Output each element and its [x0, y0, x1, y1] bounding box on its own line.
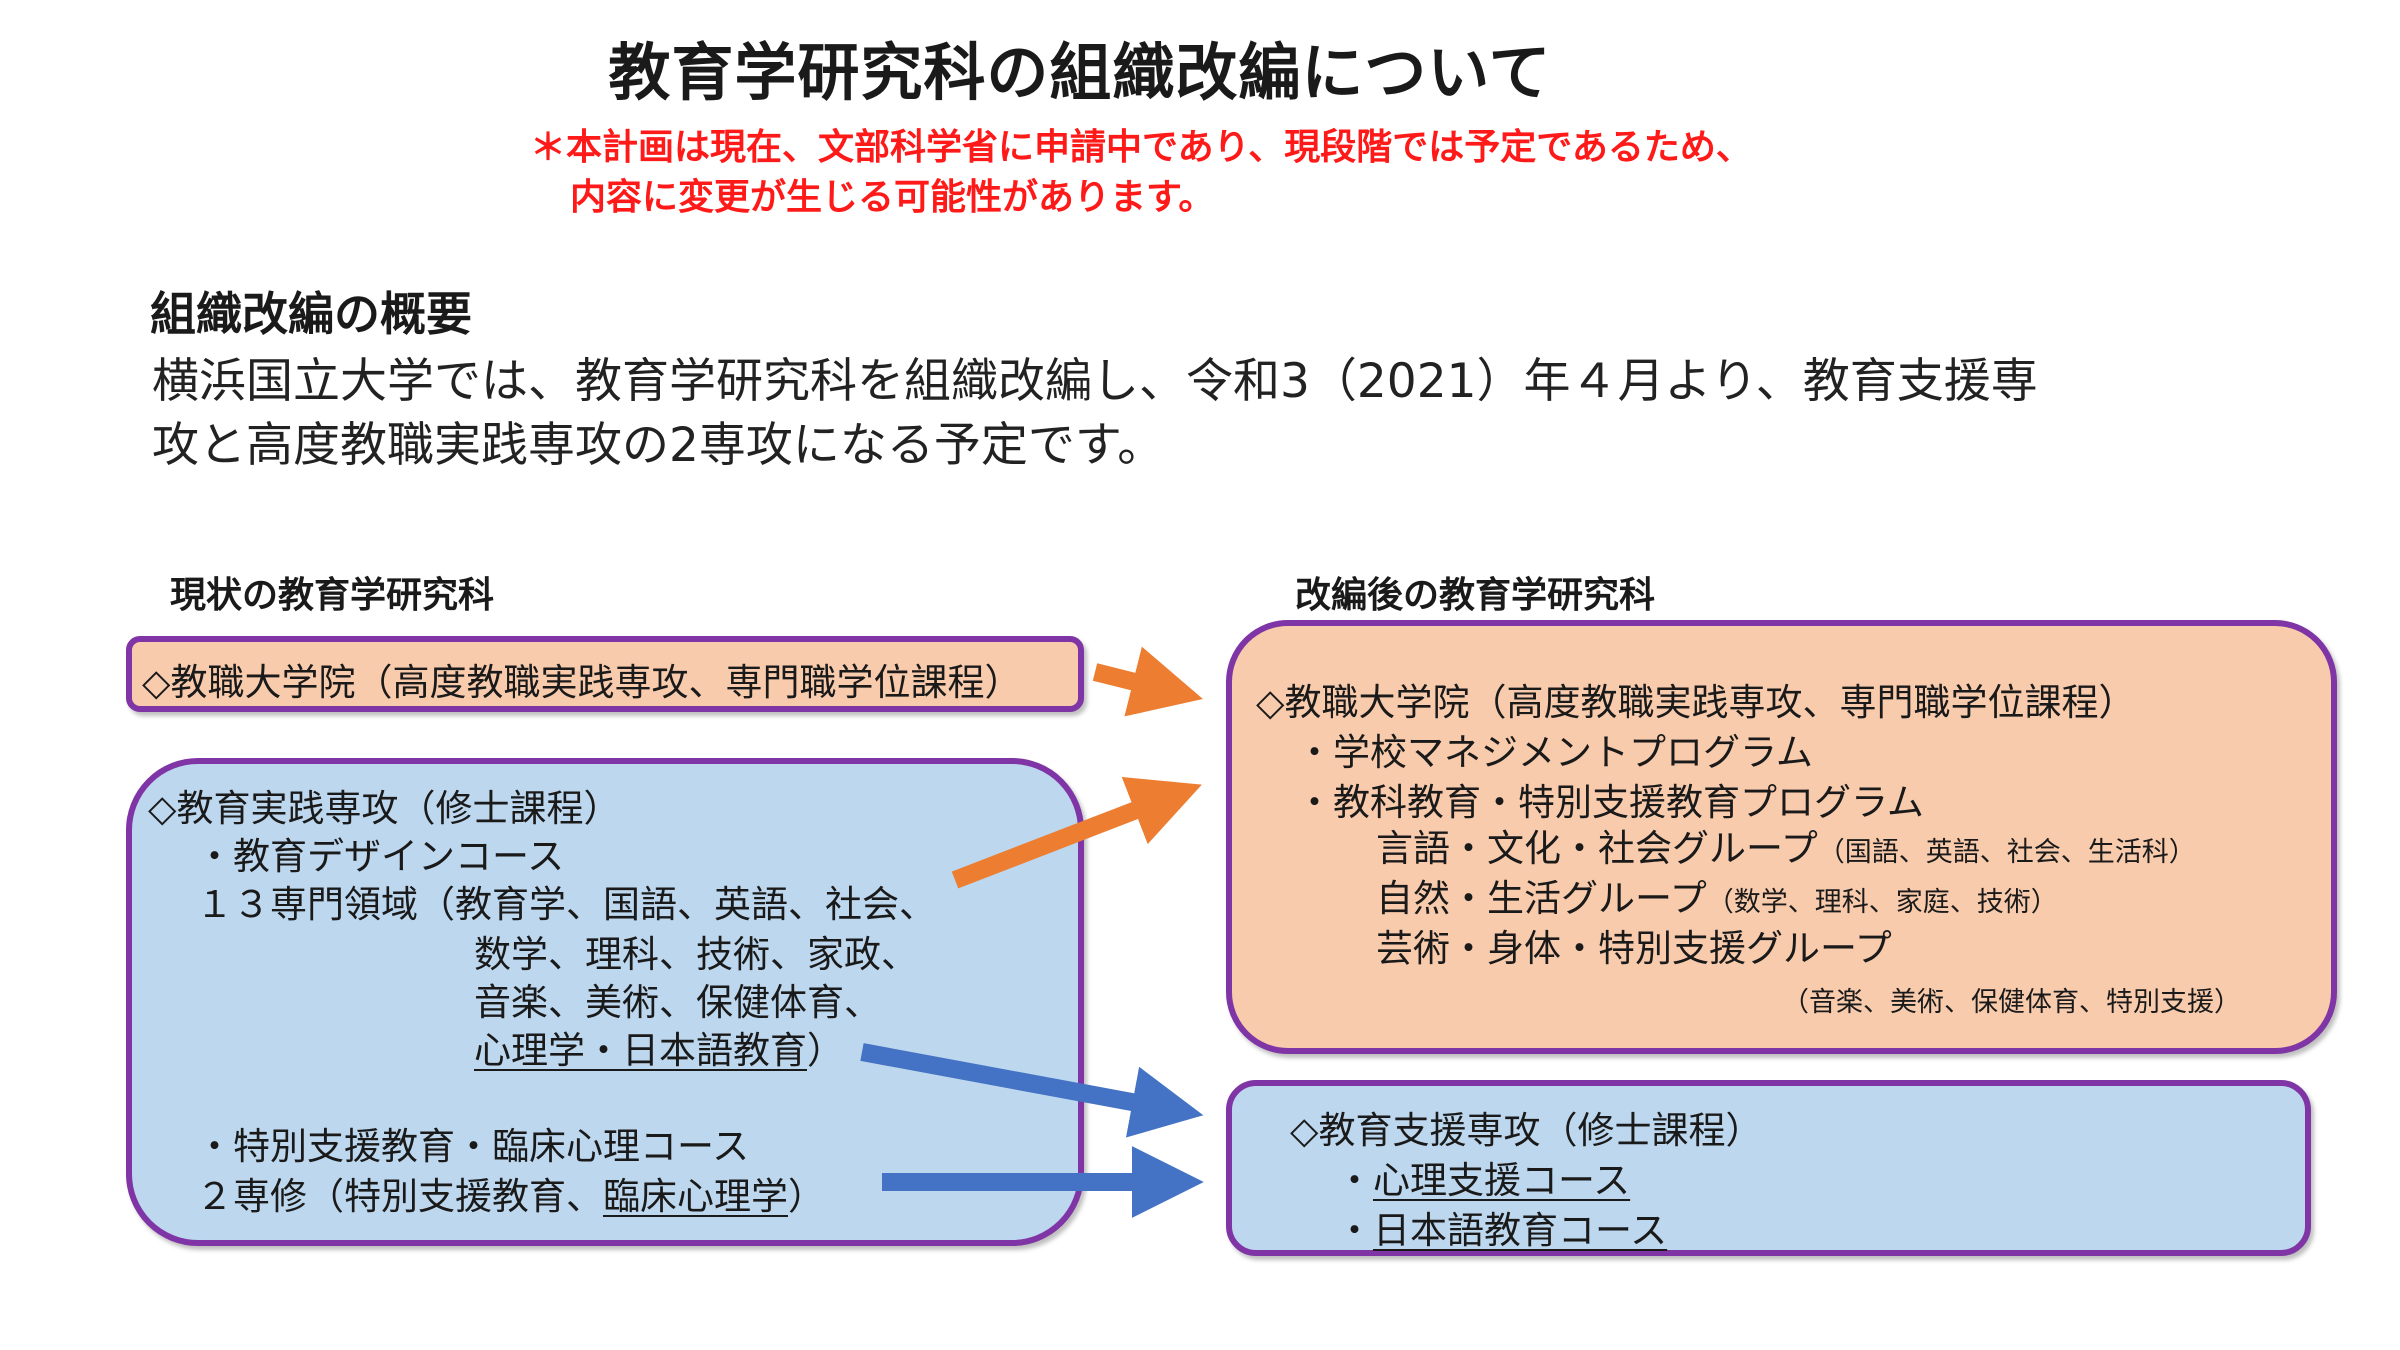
specialty-underlined: 臨床心理学	[603, 1175, 788, 1218]
overview-heading: 組織改編の概要	[150, 287, 472, 341]
group-2-note: （数学、理科、家庭、技術）	[1706, 887, 2058, 918]
fields-line-2: 数学、理科、技術、家政、	[474, 933, 918, 976]
education-support-title: ◇教育支援専攻（修士課程）	[1290, 1109, 1763, 1152]
psych-support-course: ・心理支援コース	[1336, 1159, 1631, 1202]
group-arts-body-support: 芸術・身体・特別支援グループ	[1376, 927, 1892, 970]
current-professional-school-label: ◇教職大学院（高度教職実践専攻、専門職学位課程）	[142, 661, 1022, 704]
notice-line-1: ＊本計画は現在、文部科学省に申請中であり、現段階では予定であるため、	[530, 127, 1752, 168]
overview-line-1: 横浜国立大学では、教育学研究科を組織改編し、令和3（2021）年４月より、教育支…	[152, 354, 2038, 409]
group-3-note: （音楽、美術、保健体育、特別支援）	[1782, 987, 2241, 1018]
education-design-course: ・教育デザインコース	[196, 835, 565, 878]
fields-underlined: 心理学・日本語教育	[474, 1029, 807, 1072]
current-education-practice-box: ◇教育実践専攻（修士課程） ・教育デザインコース １３専門領域（教育学、国語、英…	[126, 758, 1084, 1246]
school-management-program: ・学校マネジメントプログラム	[1296, 731, 1813, 774]
current-heading: 現状の教育学研究科	[170, 575, 495, 616]
overview-line-2: 攻と高度教職実践専攻の2専攻になる予定です。	[152, 418, 1165, 473]
special-support-course: ・特別支援教育・臨床心理コース	[196, 1125, 750, 1168]
notice-line-2: 内容に変更が生じる可能性があります。	[570, 177, 1215, 218]
group-1-note: （国語、英語、社会、生活科）	[1817, 837, 2196, 868]
page-title: 教育学研究科の組織改編について	[608, 36, 1552, 109]
group-language-culture-society: 言語・文化・社会グループ（国語、英語、社会、生活科）	[1376, 827, 2196, 870]
reorganized-heading: 改編後の教育学研究科	[1295, 575, 1656, 616]
group-nature-life: 自然・生活グループ（数学、理科、家庭、技術）	[1376, 877, 2058, 920]
new-professional-school-title: ◇教職大学院（高度教職実践専攻、専門職学位課程）	[1256, 681, 2136, 724]
arrow-professional-to-professional	[1092, 646, 1203, 717]
fields-line-1: １３専門領域（教育学、国語、英語、社会、	[196, 883, 936, 926]
fields-line-3: 音楽、美術、保健体育、	[474, 981, 881, 1024]
new-professional-school-box: ◇教職大学院（高度教職実践専攻、専門職学位課程） ・学校マネジメントプログラム …	[1226, 620, 2337, 1054]
specialty-end: ）	[788, 1175, 825, 1218]
fields-line-4: 心理学・日本語教育）	[474, 1020, 844, 1074]
current-professional-school-box: ◇教職大学院（高度教職実践専攻、専門職学位課程）	[126, 636, 1084, 712]
education-practice-title: ◇教育実践専攻（修士課程）	[148, 787, 621, 830]
specialty-prefix: ２専修（特別支援教育、	[196, 1175, 603, 1218]
japanese-education-course: ・日本語教育コース	[1336, 1209, 1668, 1252]
fields-line-4-end: ）	[807, 1029, 844, 1072]
specialty-line: ２専修（特別支援教育、臨床心理学）	[196, 1166, 825, 1220]
education-support-box: ◇教育支援専攻（修士課程） ・心理支援コース ・日本語教育コース	[1226, 1080, 2311, 1256]
subject-education-program: ・教科教育・特別支援教育プログラム	[1296, 781, 1924, 824]
